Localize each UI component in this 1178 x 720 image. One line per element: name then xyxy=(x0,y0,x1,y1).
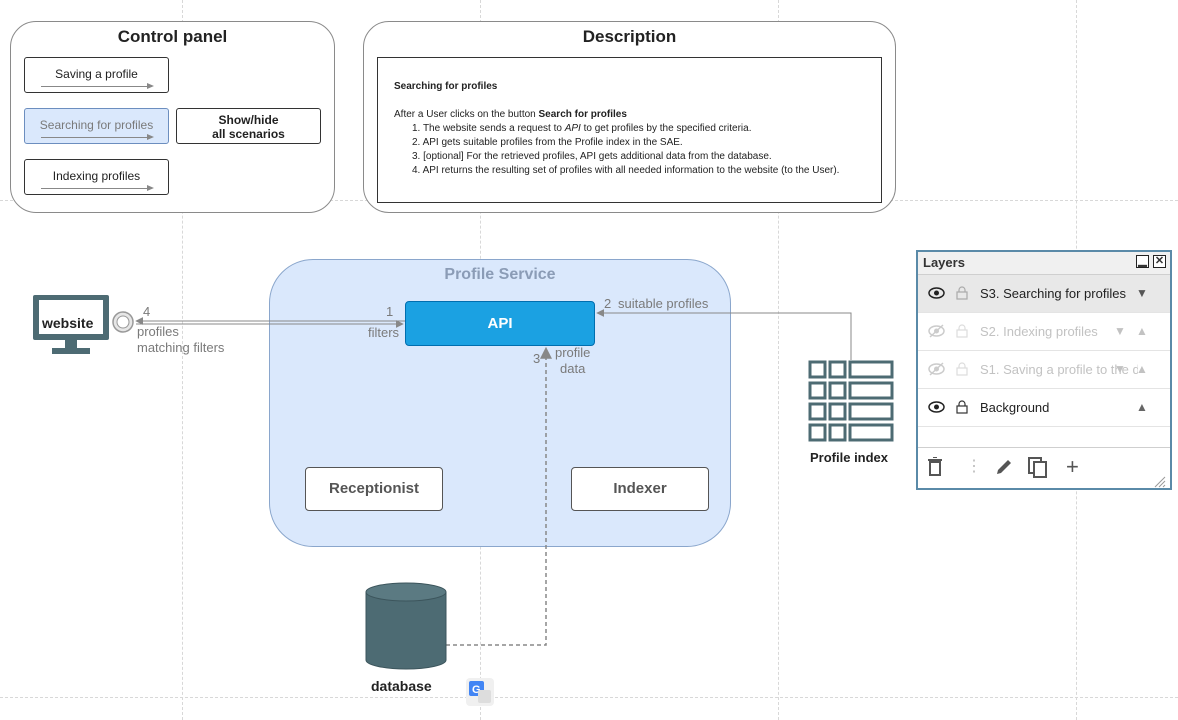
move-down-icon[interactable]: ▼ xyxy=(1114,362,1126,376)
move-up-icon[interactable]: ▲ xyxy=(1136,324,1148,338)
layer-name: S1. Saving a profile to the dat... xyxy=(980,362,1138,377)
eye-icon[interactable] xyxy=(928,389,945,427)
edit-icon[interactable] xyxy=(994,457,1014,481)
lock-icon[interactable] xyxy=(956,389,968,428)
edge3-number: 3 xyxy=(533,351,541,366)
magnifier-icon xyxy=(112,311,134,333)
layer-name: Background xyxy=(980,400,1050,415)
table-index-icon[interactable] xyxy=(808,360,894,444)
indexing-profiles-label: Indexing profiles xyxy=(52,169,141,183)
layers-title: Layers xyxy=(923,255,965,270)
arrow-right-icon xyxy=(41,185,154,191)
edge2-text: suitable profiles xyxy=(618,296,709,311)
intro-prefix: After a User clicks on the button xyxy=(394,109,539,120)
step-item: 3. [optional] For the retrieved profiles… xyxy=(412,151,772,162)
delete-icon[interactable] xyxy=(927,456,943,480)
edge4-text1: profiles xyxy=(137,324,179,339)
saving-profile-label: Saving a profile xyxy=(55,67,138,81)
more-icon[interactable]: ⋮ xyxy=(966,458,982,475)
edge4-text2: matching filters xyxy=(137,340,225,355)
translate-icon[interactable]: G xyxy=(465,677,495,707)
grid-line xyxy=(0,697,1178,698)
layer-row-s3[interactable]: S3. Searching for profiles ▼ xyxy=(918,275,1170,313)
step-item: 2. API gets suitable profiles from the P… xyxy=(412,137,683,148)
move-up-icon[interactable]: ▲ xyxy=(1136,400,1148,414)
show-hide-line2: all scenarios xyxy=(212,127,285,141)
description-text-box: Searching for profiles After a User clic… xyxy=(377,57,882,203)
lock-icon[interactable] xyxy=(956,351,968,390)
description-heading: Searching for profiles xyxy=(394,81,498,92)
eye-off-icon[interactable] xyxy=(928,351,945,390)
layers-panel: Layers ▁ ✕ S3. Searching for profiles ▼ … xyxy=(916,250,1172,490)
lock-icon[interactable] xyxy=(956,275,968,314)
website-label: website xyxy=(42,315,94,331)
control-panel-title: Control panel xyxy=(117,27,228,46)
step-item: 1. The website sends a request to API to… xyxy=(412,123,752,134)
move-up-icon[interactable]: ▲ xyxy=(1136,362,1148,376)
database-label: database xyxy=(371,678,432,694)
profile-service-title: Profile Service xyxy=(444,266,556,283)
description-intro: After a User clicks on the button Search… xyxy=(394,108,865,122)
layers-header: Layers ▁ ✕ xyxy=(918,252,1170,275)
database-icon[interactable] xyxy=(365,582,447,672)
minimize-icon[interactable]: ▁ xyxy=(1136,255,1149,268)
intro-bold: Search for profiles xyxy=(538,109,627,120)
edge1-text: filters xyxy=(368,325,400,340)
layer-name: S3. Searching for profiles xyxy=(980,286,1126,301)
edge3-text1: profile xyxy=(555,345,591,360)
duplicate-icon[interactable] xyxy=(1028,457,1048,483)
add-layer-icon[interactable]: + xyxy=(1066,454,1079,479)
description-steps: 1. The website sends a request to API to… xyxy=(394,122,865,178)
description-title: Description xyxy=(582,27,677,46)
show-hide-line1: Show/hide xyxy=(218,113,279,127)
monitor-icon[interactable] xyxy=(32,294,112,356)
move-down-icon[interactable]: ▼ xyxy=(1136,286,1148,300)
grid-line xyxy=(182,0,183,720)
api-node[interactable]: API xyxy=(405,301,595,346)
arrow-right-icon xyxy=(41,134,154,140)
searching-profiles-button[interactable]: Searching for profiles xyxy=(24,108,169,144)
layer-row-s1[interactable]: S1. Saving a profile to the dat... ▼ ▲ xyxy=(918,351,1170,389)
edge4-number: 4 xyxy=(143,304,151,319)
layer-row-background[interactable]: Background ▲ xyxy=(918,389,1170,427)
receptionist-node[interactable]: Receptionist xyxy=(305,467,443,511)
indexer-node[interactable]: Indexer xyxy=(571,467,709,511)
show-hide-all-button[interactable]: Show/hide all scenarios xyxy=(176,108,321,144)
svg-text:G: G xyxy=(472,684,481,696)
eye-off-icon[interactable] xyxy=(928,313,945,352)
eye-icon[interactable] xyxy=(928,275,945,313)
layer-row-s2[interactable]: S2. Indexing profiles ▼ ▲ xyxy=(918,313,1170,351)
edge1-number: 1 xyxy=(386,304,394,319)
edge3-text2: data xyxy=(560,361,586,376)
grid-line xyxy=(778,0,779,720)
indexing-profiles-button[interactable]: Indexing profiles xyxy=(24,159,169,195)
step-item: 4. API returns the resulting set of prof… xyxy=(412,165,840,176)
profile-index-label: Profile index xyxy=(810,450,889,465)
searching-profiles-label: Searching for profiles xyxy=(39,118,154,132)
layer-name: S2. Indexing profiles xyxy=(980,324,1098,339)
move-down-icon[interactable]: ▼ xyxy=(1114,324,1126,338)
edge2-number: 2 xyxy=(604,296,612,311)
layers-toolbar: ⋮ + xyxy=(918,447,1170,488)
lock-icon[interactable] xyxy=(956,313,968,352)
resize-handle-icon[interactable] xyxy=(1154,472,1166,492)
close-icon[interactable]: ✕ xyxy=(1153,255,1166,268)
arrow-right-icon xyxy=(41,83,154,89)
saving-profile-button[interactable]: Saving a profile xyxy=(24,57,169,93)
